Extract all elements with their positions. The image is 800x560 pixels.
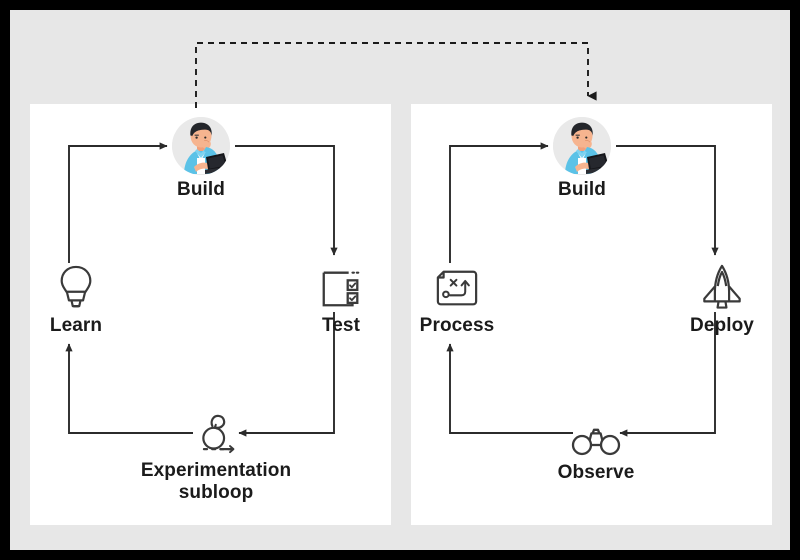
node-label: Test	[321, 315, 361, 336]
node-label: Build	[177, 179, 225, 200]
binoculars-icon	[521, 402, 671, 458]
node-build-right[interactable]: Build	[507, 115, 657, 201]
spiral-loop-icon	[111, 400, 321, 456]
node-build-left[interactable]: Build	[126, 115, 276, 201]
node-label: Learn	[49, 315, 103, 336]
node-experimentation-subloop[interactable]: Experimentation subloop	[111, 400, 321, 505]
diagram-stage: Build Test	[10, 10, 790, 550]
node-label: Experimentation subloop	[140, 460, 292, 504]
node-observe[interactable]: Observe	[521, 402, 671, 484]
node-label: Deploy	[690, 315, 754, 336]
node-label: Process	[419, 315, 495, 336]
developer-avatar-icon	[126, 115, 276, 177]
lightbulb-icon	[10, 255, 151, 311]
node-label: Observe	[557, 462, 635, 483]
rocket-icon	[647, 255, 790, 311]
node-deploy[interactable]: Deploy	[647, 255, 790, 337]
node-process[interactable]: Process	[382, 255, 532, 337]
developer-avatar-icon	[507, 115, 657, 177]
strategy-board-icon	[382, 255, 532, 311]
checklist-icon	[266, 255, 416, 311]
dashed-connector-inner-to-outer	[195, 42, 597, 108]
node-label: Build	[558, 179, 606, 200]
node-learn[interactable]: Learn	[10, 255, 151, 337]
node-test[interactable]: Test	[266, 255, 416, 337]
